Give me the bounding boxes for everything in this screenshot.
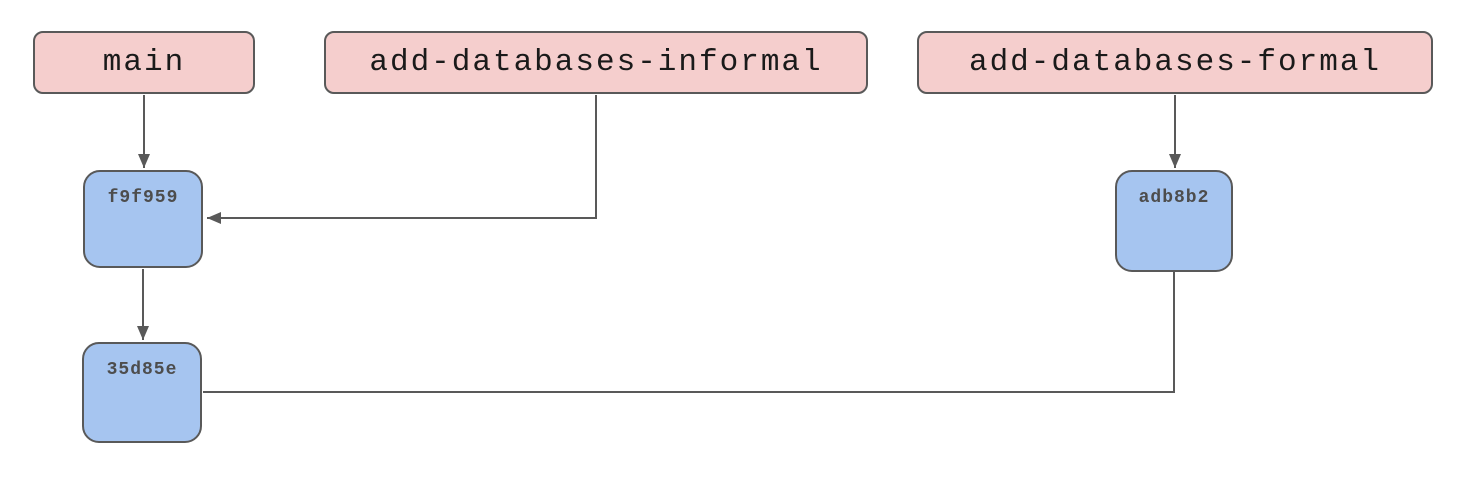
branch-label-main-text: main — [102, 45, 186, 80]
commit-id-35d85e: 35d85e — [106, 360, 178, 380]
branch-label-add-databases-informal-text: add-databases-informal — [369, 45, 823, 80]
commit-node-adb8b2: adb8b2 — [1115, 170, 1233, 272]
commit-node-35d85e: 35d85e — [82, 342, 202, 443]
commit-id-adb8b2: adb8b2 — [1138, 188, 1210, 208]
commit-id-f9f959: f9f959 — [107, 188, 179, 208]
edge-informal-to-f9f959 — [207, 95, 597, 224]
edge-adb8b2-to-35d85e — [203, 272, 1175, 393]
branch-label-add-databases-formal-text: add-databases-formal — [968, 45, 1382, 80]
branch-label-add-databases-informal: add-databases-informal — [324, 31, 868, 94]
branch-label-main: main — [33, 31, 255, 94]
commit-node-f9f959: f9f959 — [83, 170, 203, 268]
branch-label-add-databases-formal: add-databases-formal — [917, 31, 1433, 94]
